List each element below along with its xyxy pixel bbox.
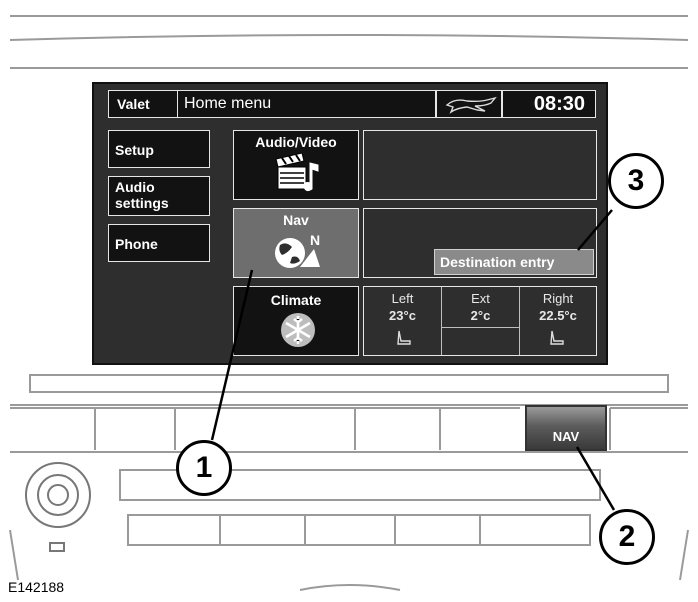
destination-entry-label: Destination entry [440,254,555,270]
setup-button[interactable]: Setup [108,130,210,168]
clapperboard-music-icon [275,153,319,192]
climate-left-value: 23°c [389,308,416,323]
climate-ext-zone: Ext 2°c [442,287,520,355]
climate-ext-divider [442,327,519,328]
climate-tile[interactable]: Climate [233,286,359,356]
snowflake-icon [281,313,315,347]
callout-1: 1 [176,440,232,496]
audio-video-tile[interactable]: Audio/Video [233,130,359,200]
title-bar: Home menu [178,90,436,118]
phone-button[interactable]: Phone [108,224,210,262]
callout-3: 3 [608,153,664,209]
audio-settings-button[interactable]: Audio settings [108,176,210,216]
jaguar-leaper-logo [445,96,497,114]
climate-right-zone[interactable]: Right 22.5°c [520,287,596,355]
climate-info-panel: Left 23°c Ext 2°c Right 22.5°c [363,286,597,356]
climate-label: Climate [270,292,322,308]
logo-box [436,90,502,118]
climate-ext-value: 2°c [470,308,491,323]
climate-right-label: Right [542,291,574,306]
climate-left-zone[interactable]: Left 23°c [364,287,442,355]
nav-hardware-label: NAV [552,429,580,444]
seat-icon [550,330,564,345]
figure-code: E142188 [8,579,65,595]
clock-box: 08:30 [502,90,596,118]
globe-compass-icon: N [275,232,320,268]
touch-screen: Valet Home menu 08:30 Setup Audio settin… [92,82,608,365]
page-title: Home menu [184,95,272,112]
clock-time: 08:30 [533,93,585,115]
climate-right-value: 22.5°c [539,308,577,323]
climate-ext-label: Ext [471,291,490,306]
valet-button[interactable]: Valet [108,90,178,118]
setup-label: Setup [115,142,154,158]
audio-video-info-panel [363,130,597,200]
nav-tile[interactable]: Nav N [233,208,359,278]
audio-video-label: Audio/Video [255,134,337,150]
seat-icon [396,330,411,345]
compass-letter: N [310,232,320,248]
nav-hardware-button[interactable]: NAV [525,405,607,451]
nav-info-panel: Destination entry [363,208,597,278]
climate-left-label: Left [391,291,414,306]
audio-settings-label: Audio settings [115,179,169,211]
valet-label: Valet [117,96,150,112]
phone-label: Phone [115,236,158,252]
callout-2: 2 [599,509,655,565]
nav-label: Nav [283,212,309,228]
destination-entry-button[interactable]: Destination entry [434,249,594,275]
